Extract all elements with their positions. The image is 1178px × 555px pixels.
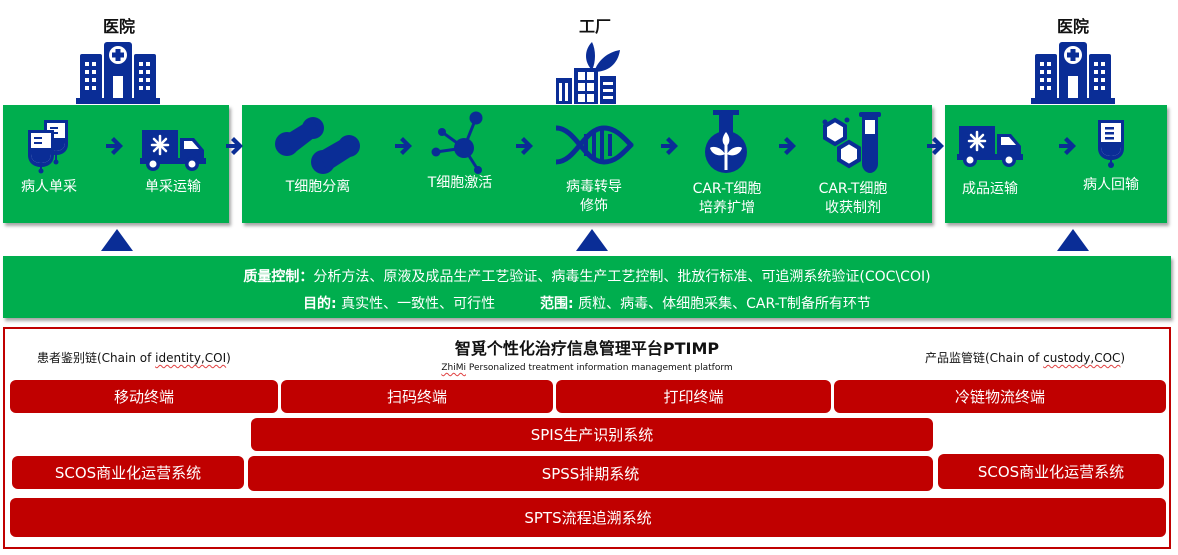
dna-icon xyxy=(555,125,634,165)
hospital-right-label: 医院 xyxy=(1056,17,1089,36)
scos-system-left[interactable]: SCOS商业化运营系统 xyxy=(12,456,244,489)
hospital-icon xyxy=(76,42,160,104)
step-apheresis: 病人单采 xyxy=(0,118,104,197)
step-label: 修饰 xyxy=(580,198,608,214)
step-label: 病人单采 xyxy=(21,179,77,195)
arrow-right-icon xyxy=(1059,137,1076,155)
hospital-icon xyxy=(1031,42,1115,104)
hospital-return-panel xyxy=(945,105,1167,223)
purpose-label: 目的: xyxy=(303,296,337,312)
arrow-right-icon xyxy=(661,137,678,155)
step-label: T细胞激活 xyxy=(427,175,493,191)
platform-subtitle: ZhiMi Personalized treatment information… xyxy=(441,363,733,373)
step-label: 病人回输 xyxy=(1083,177,1139,193)
step-label: 收获制剂 xyxy=(825,200,881,216)
purpose-scope-line: 目的: 真实性、一致性、可行性 范围: 质粒、病毒、体细胞采集、CAR-T制备所… xyxy=(3,293,1171,313)
step-tcell-activation: T细胞激活 xyxy=(405,110,515,193)
step-reinfusion: 病人回输 xyxy=(1056,118,1166,195)
spis-system[interactable]: SPIS生产识别系统 xyxy=(251,418,933,451)
print-terminal[interactable]: 打印终端 xyxy=(556,380,831,413)
hospital-left-label: 医院 xyxy=(102,17,135,36)
iv-bags-icon xyxy=(28,120,68,174)
spts-system[interactable]: SPTS流程追溯系统 xyxy=(10,498,1166,537)
eco-factory-icon xyxy=(556,42,620,104)
step-product-transport: 成品运输 xyxy=(935,122,1045,199)
chain-of-identity-label: 患者鉴别链(Chain of identity,COI) xyxy=(37,351,231,365)
scope-label: 范围: xyxy=(540,296,574,312)
factory-label: 工厂 xyxy=(578,17,611,36)
chain-of-custody-label: 产品监管链(Chain of custody,COC) xyxy=(925,351,1126,365)
factory-process-panel xyxy=(242,105,932,223)
cold-truck-icon xyxy=(140,130,206,171)
purpose-text: 真实性、一致性、可行性 xyxy=(341,296,496,312)
flask-plant-icon xyxy=(705,110,747,173)
ptimp-platform-panel: 智覓个性化治疗信息管理平台PTIMP ZhiMi Personalized tr… xyxy=(3,327,1171,549)
spss-system[interactable]: SPSS排期系统 xyxy=(248,456,933,491)
pointer-triangle xyxy=(576,229,608,251)
step-label: 病毒转导 xyxy=(566,179,622,195)
scan-terminal[interactable]: 扫码终端 xyxy=(281,380,553,413)
step-cart-harvest: CAR-T细胞 收获制剂 xyxy=(798,110,908,218)
arrow-right-icon xyxy=(226,137,243,155)
test-tube-hexagon-icon xyxy=(822,112,881,173)
step-apheresis-transport: 单采运输 xyxy=(118,126,228,197)
step-cart-expansion: CAR-T细胞 培养扩增 xyxy=(672,110,782,218)
arrow-right-icon xyxy=(779,137,796,155)
pointer-triangle xyxy=(101,229,133,251)
step-label: 单采运输 xyxy=(145,179,201,195)
arrow-right-icon xyxy=(395,137,412,155)
pointer-triangle xyxy=(1057,229,1089,251)
arrow-right-icon xyxy=(516,137,533,155)
quality-control-text: 分析方法、原液及成品生产工艺验证、病毒生产工艺控制、批放行标准、可追溯系统验证(… xyxy=(313,269,931,285)
platform-title: 智覓个性化治疗信息管理平台PTIMP xyxy=(454,339,720,358)
step-label: T细胞分离 xyxy=(285,179,351,195)
step-label: CAR-T细胞 xyxy=(692,181,762,197)
molecule-activation-icon xyxy=(431,111,483,174)
step-label: CAR-T细胞 xyxy=(818,181,888,197)
step-label: 成品运输 xyxy=(962,181,1018,197)
cold-chain-terminal[interactable]: 冷链物流终端 xyxy=(834,380,1166,413)
step-label: 培养扩增 xyxy=(699,200,755,216)
quality-control-line: 质量控制：分析方法、原液及成品生产工艺验证、病毒生产工艺控制、批放行标准、可追溯… xyxy=(3,266,1171,286)
iv-bag-icon xyxy=(1098,120,1124,168)
arrow-right-icon xyxy=(106,137,123,155)
scope-text: 质粒、病毒、体细胞采集、CAR-T制备所有环节 xyxy=(578,296,871,312)
step-viral-transduction: 病毒转导 修饰 xyxy=(539,122,649,216)
cell-separation-icon xyxy=(275,117,360,174)
scos-system-right[interactable]: SCOS商业化运营系统 xyxy=(938,454,1164,489)
step-tcell-separation: T细胞分离 xyxy=(263,116,373,197)
cold-truck-icon xyxy=(957,126,1023,167)
arrow-right-icon xyxy=(927,137,944,155)
quality-control-panel: 质量控制：分析方法、原液及成品生产工艺验证、病毒生产工艺控制、批放行标准、可追溯… xyxy=(3,256,1171,318)
quality-control-label: 质量控制： xyxy=(243,269,314,285)
mobile-terminal[interactable]: 移动终端 xyxy=(10,380,278,413)
